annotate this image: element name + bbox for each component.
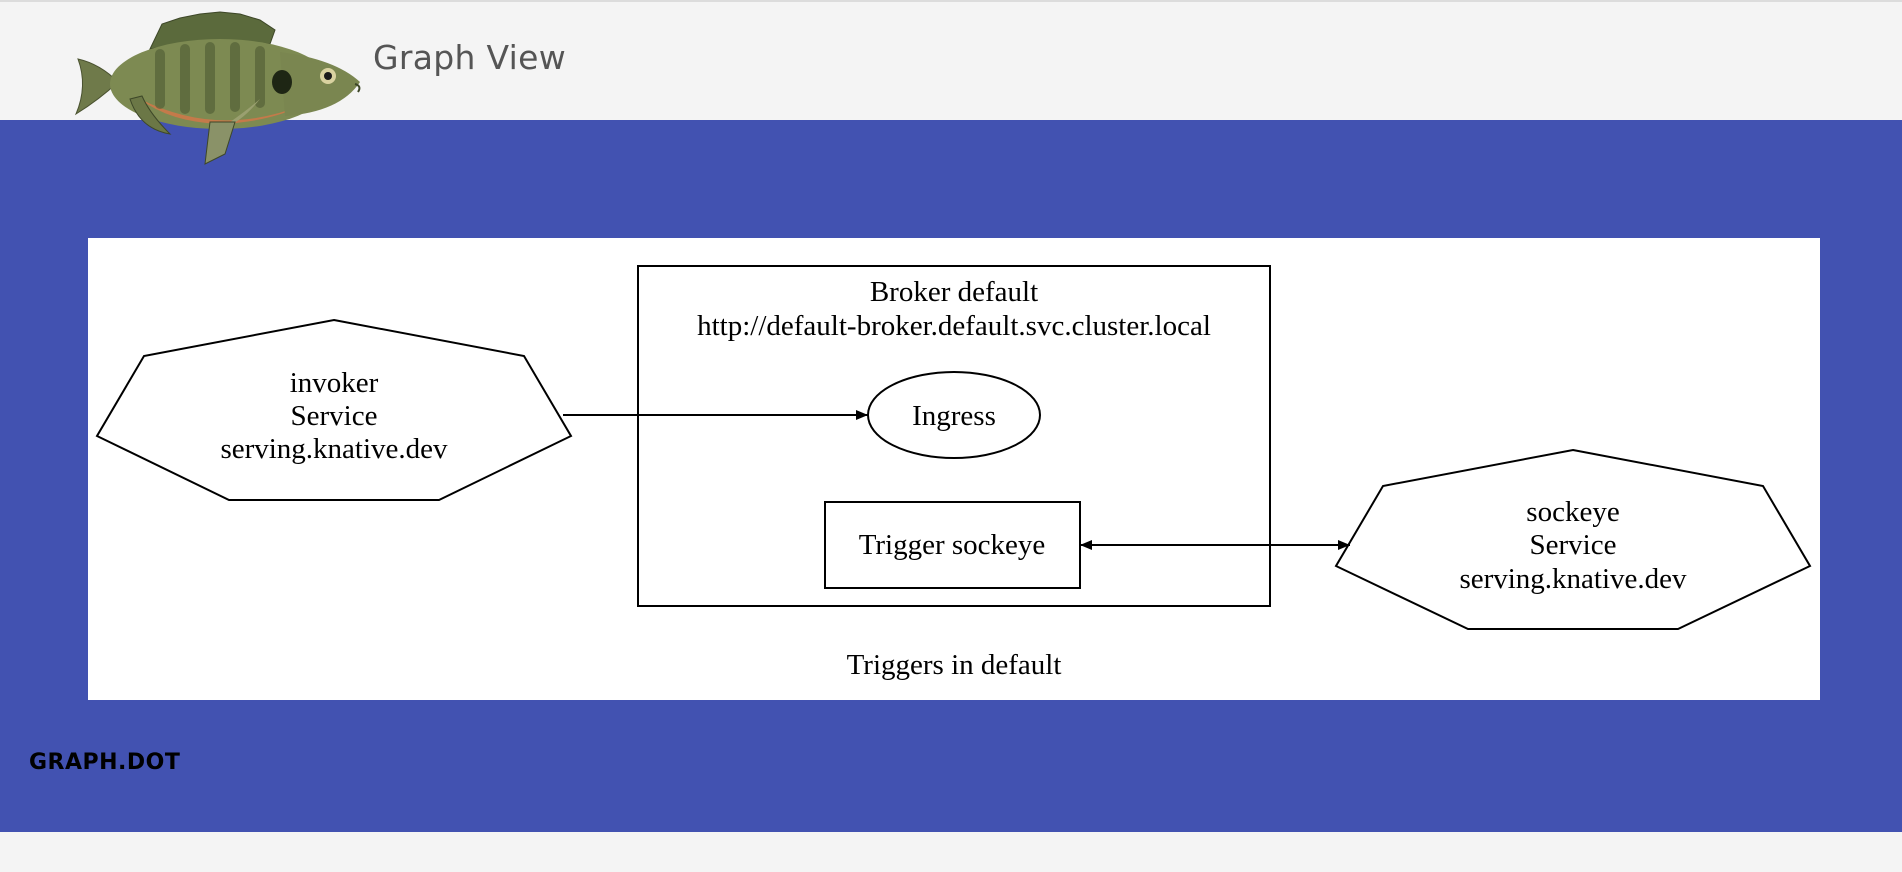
sockeye-name: sockeye <box>1526 496 1619 528</box>
graph-file-label: GRAPH.DOT <box>29 750 181 775</box>
invoker-node[interactable] <box>95 318 573 501</box>
sockeye-node[interactable] <box>1334 448 1812 630</box>
fish-logo-icon <box>70 4 370 184</box>
page-title: Graph View <box>373 38 567 77</box>
cluster-label: Triggers in default <box>847 649 1062 681</box>
trigger-label: Trigger sockeye <box>859 529 1046 561</box>
broker-box <box>637 265 1271 607</box>
ingress-label: Ingress <box>912 400 996 432</box>
graph-canvas: Broker default http://default-broker.def… <box>88 238 1820 700</box>
invoker-name: invoker <box>290 367 379 399</box>
broker-url: http://default-broker.default.svc.cluste… <box>697 310 1211 342</box>
invoker-kind: Service <box>291 400 378 432</box>
invoker-group: serving.knative.dev <box>220 433 448 465</box>
broker-label: Broker default <box>870 276 1038 308</box>
sockeye-kind: Service <box>1530 529 1617 561</box>
sockeye-group: serving.knative.dev <box>1459 563 1687 595</box>
